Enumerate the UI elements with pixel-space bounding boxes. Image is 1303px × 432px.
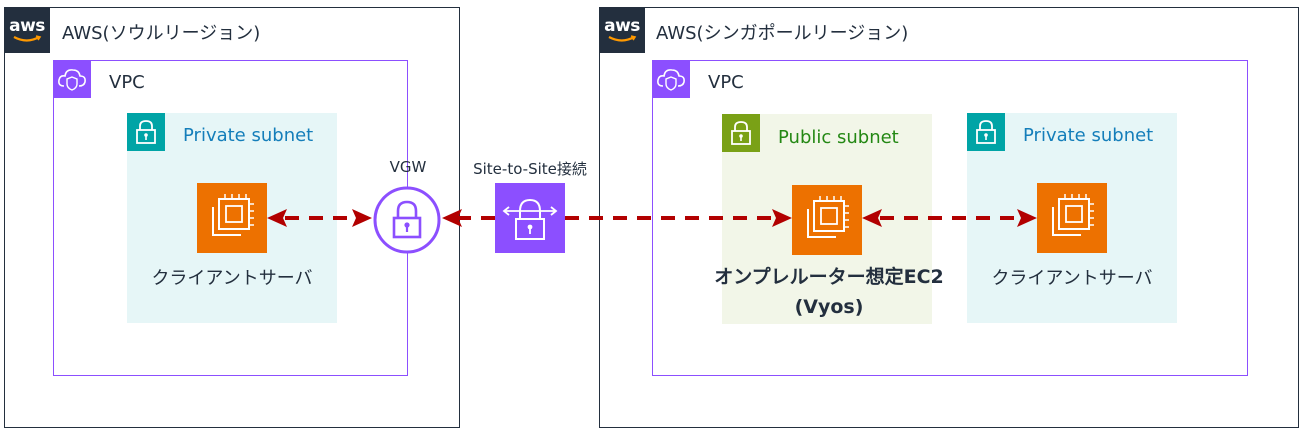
aws-logo-icon: aws [599,7,645,53]
arrowhead-right [352,209,372,227]
vgw-label: VGW [389,158,427,176]
site-to-site-vpn-icon [495,183,565,253]
onprem-router-label: オンプレルーター想定EC2 (Vyos) [702,262,956,322]
singapore-client-ec2-icon [1037,183,1107,253]
lock-icon [967,113,1005,151]
singapore-region-title: AWS(シンガポールリージョン) [656,23,909,44]
aws-logo-text: aws [604,15,640,36]
onprem-router-label-line2: (Vyos) [794,296,864,318]
arrowhead-left [267,209,287,227]
singapore-private-subnet-title: Private subnet [1023,125,1154,146]
seoul-private-subnet-title: Private subnet [183,125,314,146]
arrowhead-left [442,209,462,227]
arrowhead-right [772,209,792,227]
vpc-cloud-icon [652,60,690,98]
onprem-router-label-line1: オンプレルーター想定EC2 [714,266,944,288]
lock-icon [722,114,760,152]
seoul-vpc-title: VPC [109,72,145,93]
onprem-router-ec2-icon [792,185,862,255]
vpc-cloud-icon [53,60,91,98]
arrowhead-right [1017,209,1037,227]
aws-logo-text: aws [9,15,45,36]
singapore-vpc-group [652,60,1248,376]
seoul-region-title: AWS(ソウルリージョン) [62,23,261,44]
seoul-client-ec2-icon [197,183,267,253]
s2s-label: Site-to-Site接続 [473,160,587,178]
seoul-client-label: クライアントサーバ [151,268,313,289]
vgw-icon [373,186,441,254]
singapore-public-subnet-title: Public subnet [778,127,899,148]
arrowhead-left [862,209,882,227]
singapore-client-label: クライアントサーバ [991,268,1153,289]
lock-icon [127,113,165,151]
aws-logo-icon: aws [4,7,50,53]
singapore-vpc-title: VPC [708,72,744,93]
